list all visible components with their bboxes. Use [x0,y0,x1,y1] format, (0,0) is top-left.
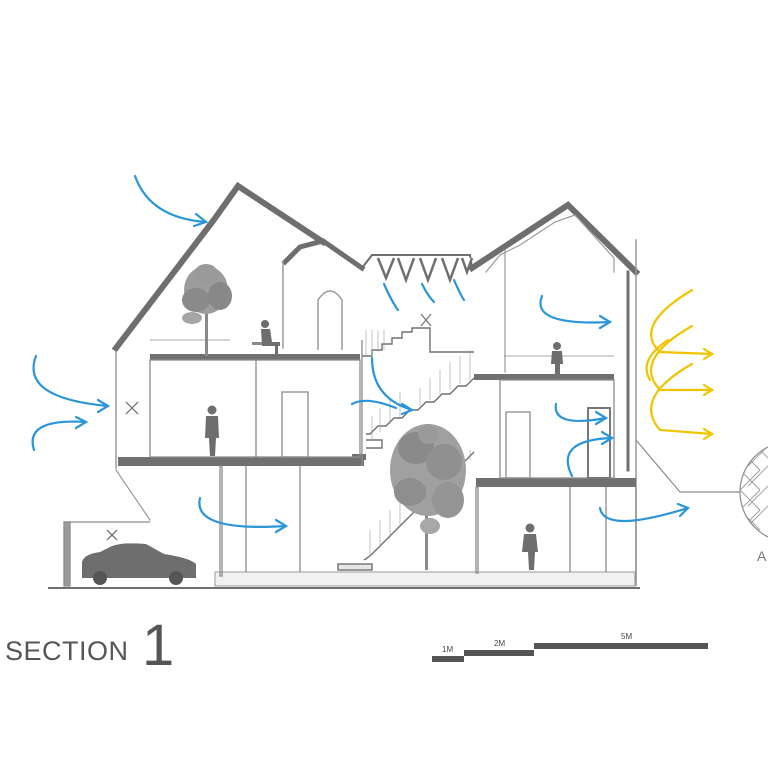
tree-courtyard [390,424,466,570]
car [82,543,196,585]
detail-callout-circle [739,442,768,538]
tree-rooftop [182,264,232,356]
section-number: 1 [142,613,175,678]
left-gable [111,181,366,521]
scale-label-1m: 1M [442,645,454,654]
scale-label-2m: 2M [494,639,506,648]
callout-label: A [757,548,767,564]
walls [63,290,637,587]
person-standing-first-floor [205,405,219,456]
scale-bar [432,643,708,662]
section-title: SECTION [5,636,129,666]
air-flow-arrows [31,174,690,534]
person-ground-right [522,523,538,570]
person-upper-right [551,342,563,374]
scale-label-5m: 5M [621,632,633,641]
callout-leader [635,439,742,493]
ground-slab [214,571,636,587]
skylight-pendants [361,254,474,284]
right-gable [467,201,641,581]
heat-arrows [645,288,715,441]
ceiling-fan-icons [106,313,432,541]
person-sitting-rooftop [252,320,280,354]
